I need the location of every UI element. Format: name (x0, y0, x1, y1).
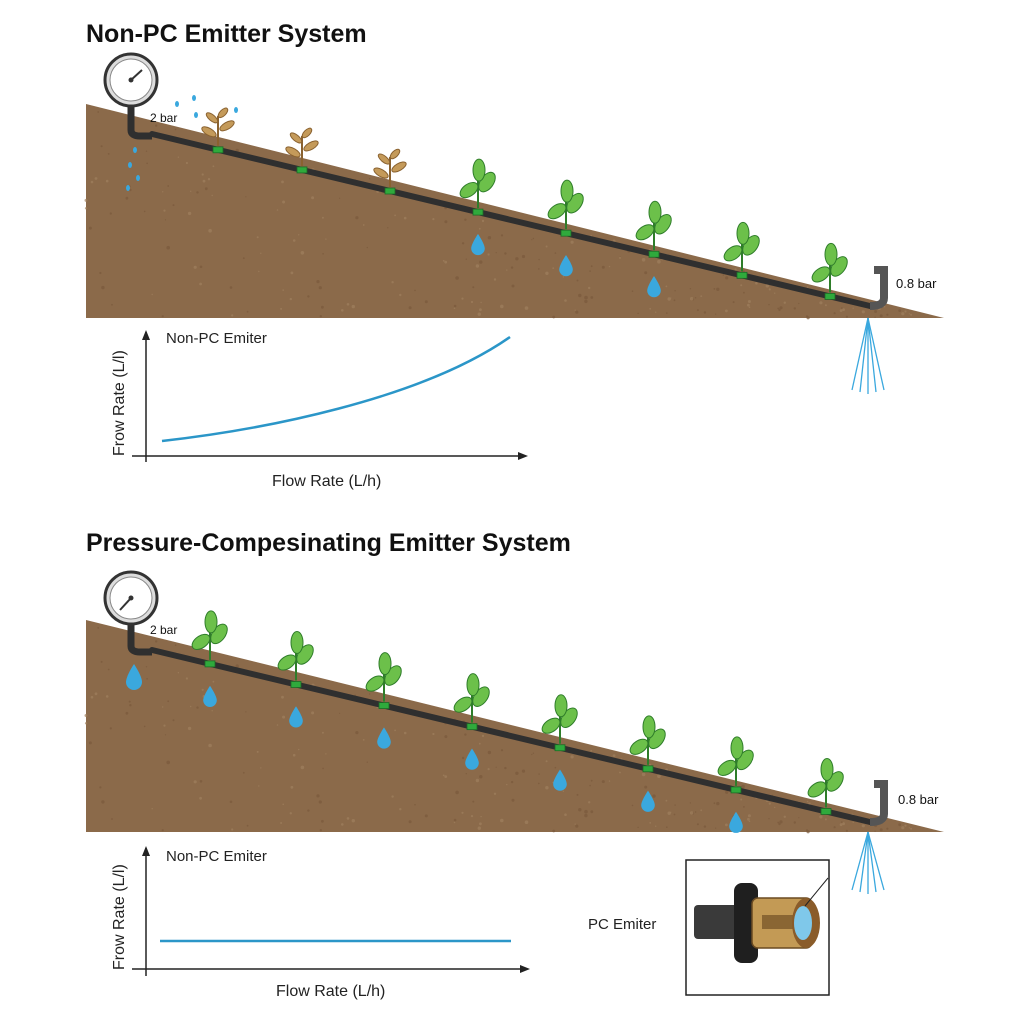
healthy-plant-icon (191, 610, 228, 660)
water-drop (729, 811, 743, 833)
emitter (384, 187, 396, 195)
healthy-plant-icon (811, 242, 848, 293)
emitter (290, 681, 302, 688)
non-pc-inlet-riser (127, 104, 152, 140)
emitter (472, 208, 484, 216)
pc-emitter-label: PC Emiter (588, 916, 656, 933)
soil-texture (84, 627, 913, 834)
pc-system-title: Pressure-Compesinating Emitter System (86, 529, 571, 557)
non-pc-graph-y-label: Frow Rate (L/l) (111, 350, 128, 456)
pc-inlet-riser (127, 620, 152, 656)
pc-hillside-soil (86, 620, 944, 832)
non-pc-flow-graph: Non-PC Emiter Flow Rate (L/h) Frow Rate … (111, 330, 528, 490)
pc-outlet-riser (869, 780, 888, 826)
non-pc-inlet-leak-drops (126, 95, 238, 191)
healthy-plant-icon (717, 736, 754, 786)
non-pc-flow-curve (161, 335, 511, 443)
emitter (648, 250, 660, 258)
non-pc-panel: 2 bar 0.8 bar Non-PC Emiter Flow Rate (L… (84, 52, 944, 490)
non-pc-outlet-pressure-label: 0.8 bar (896, 276, 937, 291)
non-pc-pressure-gauge-icon (103, 52, 159, 108)
healthy-plant-icon (365, 652, 402, 702)
emitter (212, 146, 224, 154)
water-drop (377, 727, 391, 749)
non-pc-emitters (201, 107, 848, 300)
healthy-plant-icon (453, 673, 490, 723)
non-pc-outlet-riser (869, 266, 888, 310)
pc-outlet-pressure-label: 0.8 bar (898, 792, 939, 807)
pc-emitter-inset: PC Emiter (588, 859, 830, 996)
healthy-plant-icon (541, 694, 578, 744)
water-drop (559, 254, 573, 277)
emitter (296, 166, 308, 174)
emitter (820, 808, 832, 815)
pc-panel: 2 bar 0.8 bar Non-PC Emiter Flow Rate (L… (84, 570, 944, 1000)
pc-emitters (191, 610, 844, 833)
wilted-plant-icon (285, 127, 319, 166)
emitter (824, 293, 836, 300)
healthy-plant-icon (635, 200, 672, 251)
water-drop (641, 790, 655, 812)
water-drop (203, 685, 217, 707)
pc-drip-line-pipe (149, 647, 873, 825)
healthy-plant-icon (277, 630, 314, 681)
non-pc-system-title: Non-PC Emitter System (86, 20, 367, 48)
emitter (642, 765, 654, 773)
non-pc-inlet-pressure-label: 2 bar (150, 111, 177, 125)
emitter (730, 786, 742, 794)
non-pc-outlet-spray (851, 317, 885, 394)
water-drop (553, 769, 567, 791)
healthy-plant-icon (723, 221, 760, 272)
pc-inlet-pressure-label: 2 bar (150, 623, 177, 637)
water-drop (289, 706, 303, 728)
pc-graph-y-label: Frow Rate (L/l) (111, 864, 128, 970)
pc-inlet-drop (126, 664, 142, 690)
emitter (560, 229, 572, 237)
healthy-plant-icon (629, 715, 666, 765)
healthy-plant-icon (547, 179, 584, 230)
healthy-plant-icon (807, 757, 844, 808)
non-pc-drip-line-pipe (149, 131, 873, 309)
healthy-plant-icon (459, 158, 496, 209)
pc-emitter-icon (694, 877, 829, 963)
emitter (736, 271, 748, 279)
pc-pressure-gauge-icon (103, 570, 159, 626)
water-drop (647, 276, 661, 298)
non-pc-graph-x-label: Flow Rate (L/h) (272, 473, 381, 490)
pc-graph-legend: Non-PC Emiter (166, 848, 267, 865)
emitter (554, 744, 566, 752)
wilted-plant-icon (201, 107, 235, 146)
pc-flow-graph: Non-PC Emiter Flow Rate (L/h) Frow Rate … (111, 846, 530, 1000)
wilted-plant-icon (373, 148, 407, 188)
emitter (466, 723, 478, 731)
water-drop (471, 233, 485, 256)
emitter (204, 660, 216, 668)
pc-graph-x-label: Flow Rate (L/h) (276, 983, 385, 1000)
non-pc-hillside-soil (86, 104, 944, 318)
non-pc-graph-legend: Non-PC Emiter (166, 330, 267, 347)
water-drop (465, 748, 479, 770)
pc-outlet-spray (851, 831, 885, 894)
emitter (378, 702, 390, 709)
